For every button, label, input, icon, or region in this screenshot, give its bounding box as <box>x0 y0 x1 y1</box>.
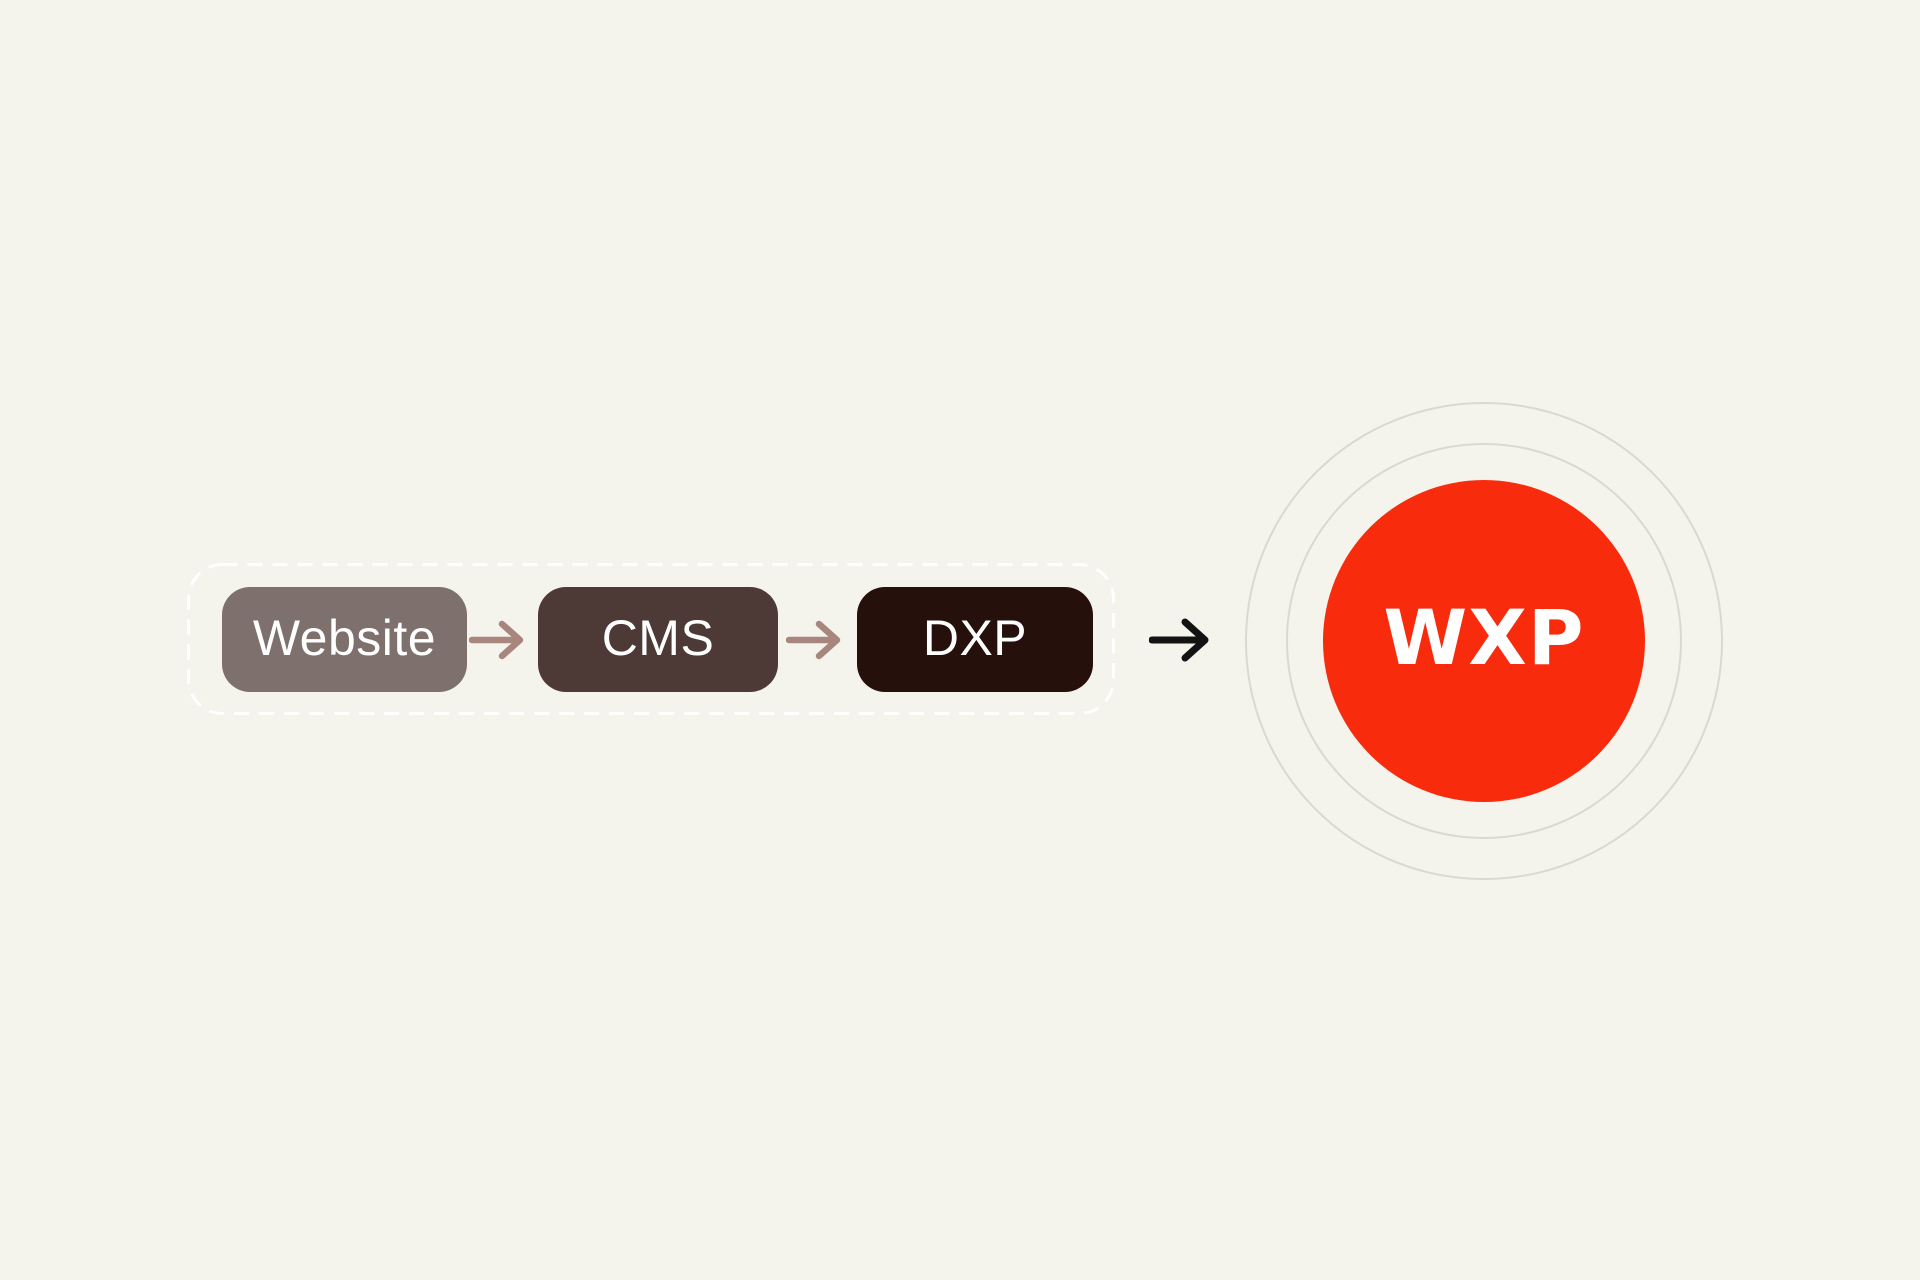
inner-ring <box>1286 443 1682 839</box>
stage-label-dxp: DXP <box>922 609 1028 666</box>
outer-ring <box>1245 402 1723 880</box>
arrow-right-icon <box>786 620 841 660</box>
stage-box-website: Website <box>222 587 467 692</box>
wxp-label: WXP <box>1383 593 1585 682</box>
concentric-rings <box>1245 402 1723 880</box>
legacy-group-outline <box>187 563 1115 715</box>
wxp-circle: WXP <box>1323 480 1645 802</box>
stage-label-cms: CMS <box>601 609 715 666</box>
stage-box-dxp: DXP <box>857 587 1093 692</box>
dashed-border <box>187 563 1115 715</box>
arrow-right-icon <box>1149 618 1209 662</box>
stage-box-cms: CMS <box>538 587 778 692</box>
stage-label-website: Website <box>252 609 437 666</box>
arrow-right-icon <box>469 620 524 660</box>
